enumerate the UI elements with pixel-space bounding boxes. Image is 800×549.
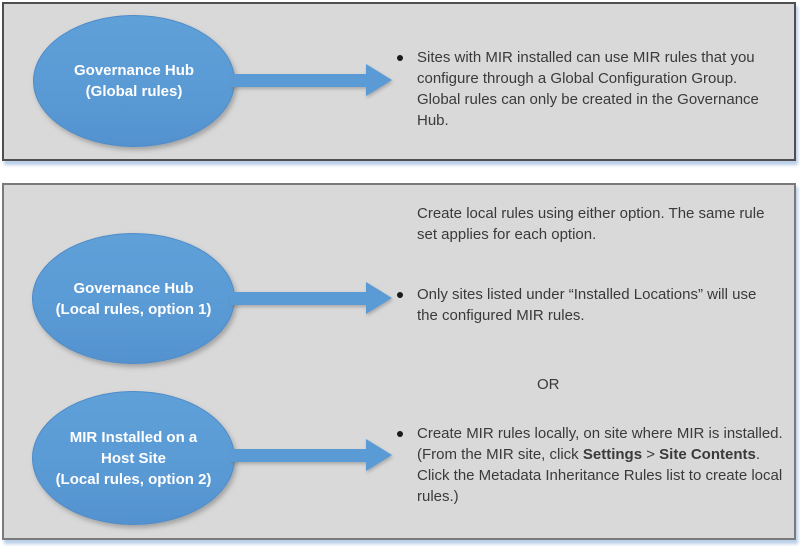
- governance-hub-local-label: Governance Hub (Local rules, option 1): [55, 279, 212, 318]
- or-label: OR: [537, 376, 560, 393]
- right-arrow-icon: [230, 63, 392, 97]
- option1-bullet-text: Only sites listed under “Installed Locat…: [417, 286, 757, 324]
- mir-host-site-label: MIR Installed on a Host Site (Local rule…: [55, 428, 212, 488]
- arrow-shaft: [230, 73, 366, 87]
- governance-hub-global-ellipse: Governance Hub (Global rules): [33, 15, 235, 147]
- option2-bullet-item: Create MIR rules locally, on site where …: [395, 423, 787, 507]
- governance-hub-local-ellipse: Governance Hub (Local rules, option 1): [32, 233, 235, 364]
- global-rules-panel: Governance Hub (Global rules) Sites with…: [2, 2, 796, 161]
- global-rules-bullet-item: Sites with MIR installed can use MIR rul…: [395, 47, 775, 131]
- global-rules-bullet-text: Sites with MIR installed can use MIR rul…: [417, 49, 759, 129]
- bullet-icon: [397, 292, 403, 298]
- bullet-dot-column: [395, 284, 417, 326]
- governance-hub-global-label: Governance Hub (Global rules): [73, 62, 195, 100]
- arrow-head: [366, 439, 392, 471]
- bullet-dot-column: [395, 47, 417, 131]
- bullet-dot-column: [395, 423, 417, 507]
- mir-host-site-ellipse: MIR Installed on a Host Site (Local rule…: [32, 391, 235, 525]
- bullet-icon: [397, 55, 403, 61]
- arrow-head: [366, 282, 392, 314]
- local-rules-panel: Create local rules using either option. …: [2, 183, 796, 540]
- bullet-icon: [397, 431, 403, 437]
- right-arrow-icon: [230, 281, 392, 315]
- arrow-head: [366, 64, 392, 96]
- arrow-shaft: [230, 291, 366, 305]
- right-arrow-icon: [230, 438, 392, 472]
- local-rules-intro-text: Create local rules using either option. …: [417, 205, 765, 243]
- arrow-shaft: [230, 448, 366, 462]
- option2-bullet-text: Create MIR rules locally, on site where …: [417, 425, 783, 505]
- option1-bullet-item: Only sites listed under “Installed Locat…: [395, 284, 779, 326]
